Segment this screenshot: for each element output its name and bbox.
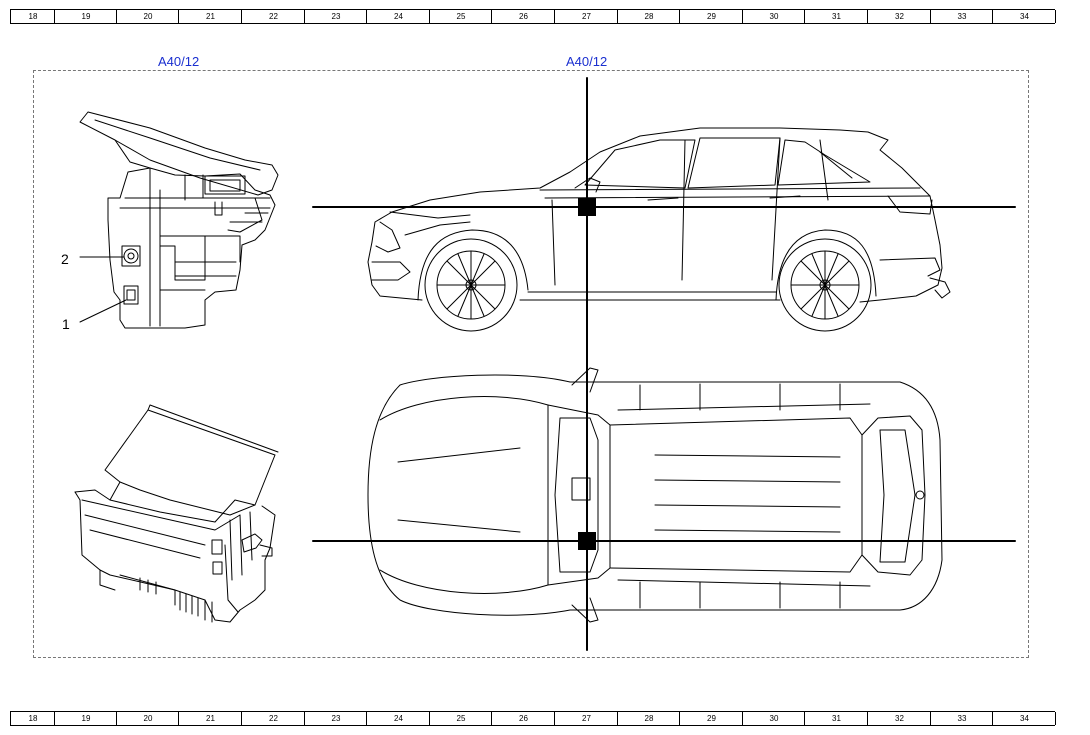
ruler-cell: 19 [54,10,117,23]
control-unit-front-view [79,111,279,329]
ruler-cell: 22 [241,712,305,725]
ruler-cell: 30 [742,10,805,23]
ruler-cell: 29 [679,10,743,23]
location-marker-top [578,532,596,550]
ruler-cell: 34 [992,712,1056,725]
component-ref-right[interactable]: A40/12 [566,54,608,69]
ruler-cell: 19 [54,712,117,725]
location-marker-side [578,198,596,216]
vehicle-top-view [367,367,943,623]
bottom-ruler: 18 19 20 21 22 23 24 25 26 27 28 29 30 3… [10,711,1056,726]
ruler-cell: 28 [617,10,680,23]
location-crosshairs [312,77,1016,651]
ruler-cell: 26 [491,10,555,23]
ruler-cell: 33 [930,712,993,725]
ruler-cell: 33 [930,10,993,23]
ruler-cell: 20 [116,10,179,23]
ruler-cell: 26 [491,712,555,725]
ruler-cell: 20 [116,712,179,725]
ruler-cell: 24 [366,712,430,725]
ruler-cell: 18 [10,712,55,725]
component-ref-left[interactable]: A40/12 [158,54,200,69]
ruler-cell: 21 [178,10,242,23]
ruler-cell: 25 [429,10,492,23]
ruler-cell: 21 [178,712,242,725]
control-unit-iso-view [74,404,279,623]
top-ruler: 18 19 20 21 22 23 24 25 26 27 28 29 30 3… [10,9,1056,24]
vehicle-side-view [367,127,951,332]
ruler-cell: 32 [867,712,931,725]
ruler-cell: 27 [554,712,618,725]
ruler-cell: 22 [241,10,305,23]
ruler-cell: 31 [804,712,868,725]
ruler-cell: 24 [366,10,430,23]
diagram-frame [33,70,1029,658]
ruler-cell: 31 [804,10,868,23]
ruler-cell: 23 [304,712,367,725]
callout-2: 2 [61,251,69,267]
ruler-cell: 28 [617,712,680,725]
ruler-cell: 25 [429,712,492,725]
ruler-cell: 23 [304,10,367,23]
ruler-cell: 27 [554,10,618,23]
ruler-cell: 29 [679,712,743,725]
callout-1-leader [79,299,127,323]
callout-1: 1 [62,316,70,332]
ruler-cell: 32 [867,10,931,23]
ruler-cell: 34 [992,10,1056,23]
ruler-cell: 18 [10,10,55,23]
ruler-cell: 30 [742,712,805,725]
